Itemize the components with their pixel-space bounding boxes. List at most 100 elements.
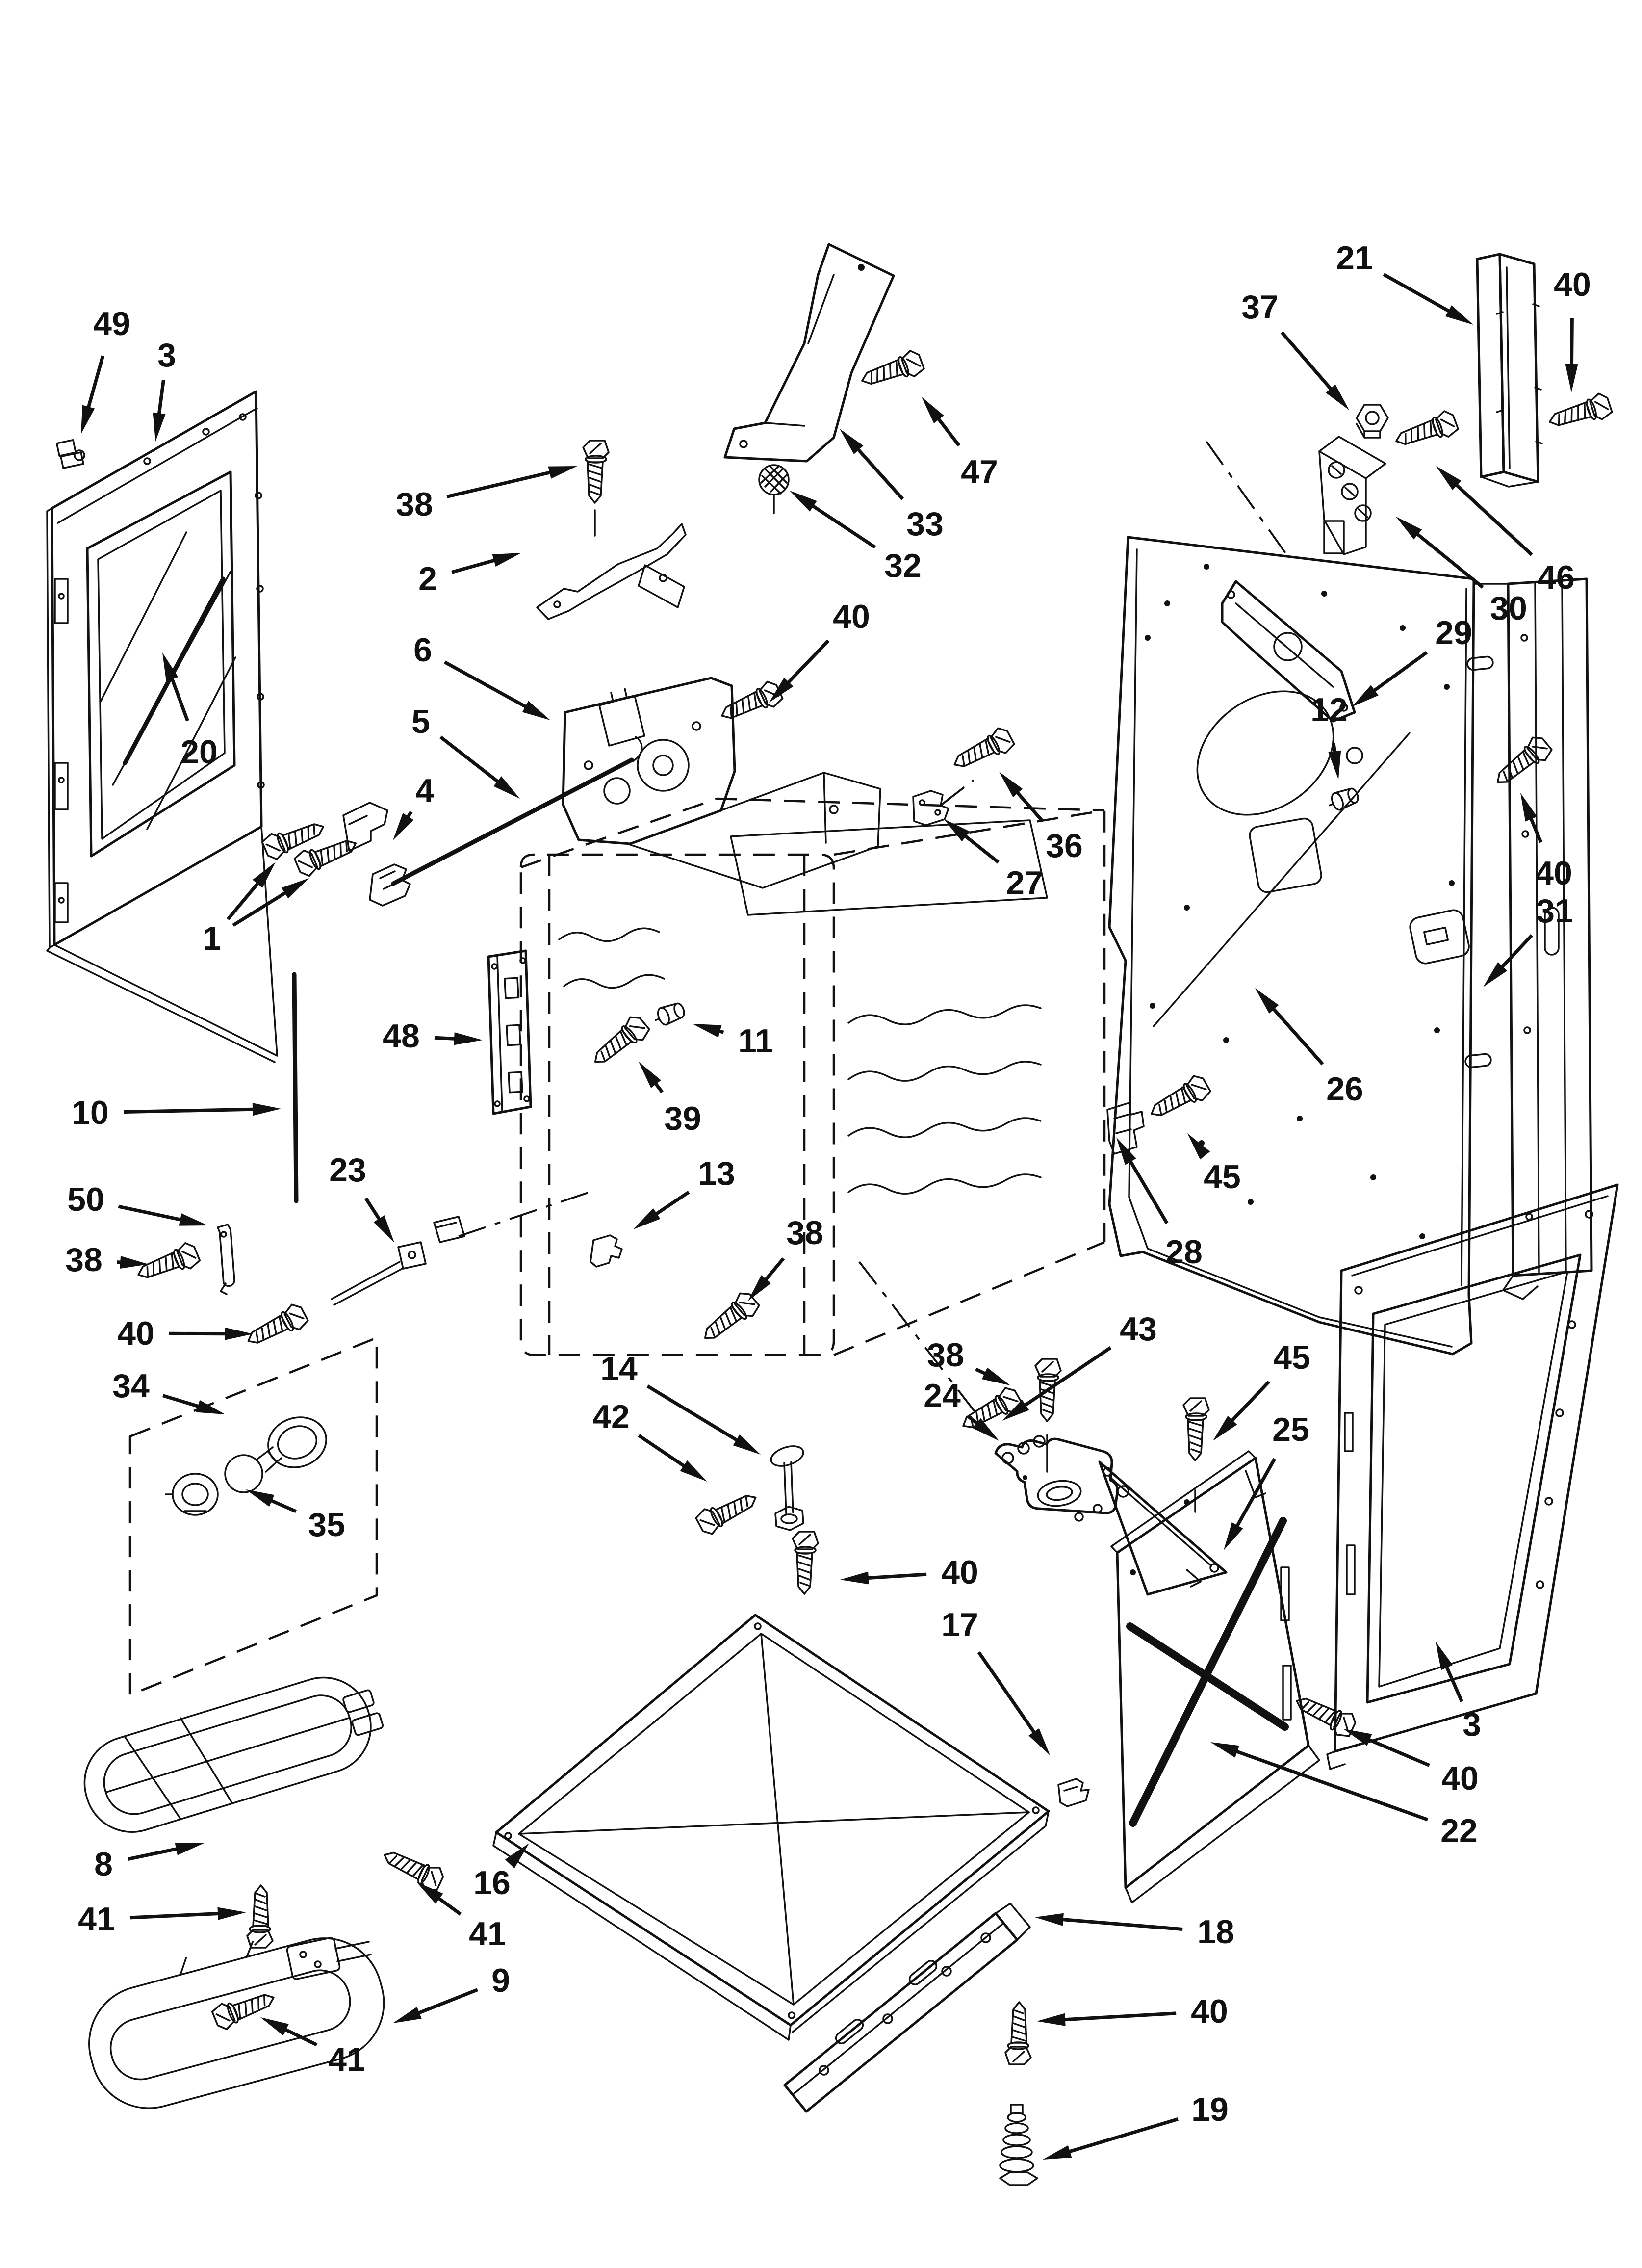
callout-40: 40: [1554, 266, 1591, 392]
callout-arrow: [1270, 1006, 1324, 1066]
bottom-rail-cluster: [783, 1903, 1038, 2186]
latch-rod-5: [391, 736, 643, 886]
callout-41: 41: [78, 1901, 246, 1938]
callout-arrowhead: [522, 701, 550, 720]
mount-plate-48: [487, 949, 532, 1115]
callout-38: 38: [927, 1336, 1010, 1385]
callout-arrowhead: [1187, 1133, 1210, 1160]
callout-arrowhead: [505, 1843, 529, 1869]
callout-label: 48: [383, 1017, 420, 1055]
callout-label: 28: [1165, 1233, 1203, 1271]
callout-arrowhead: [922, 397, 944, 423]
callout-arrow: [1444, 1664, 1463, 1702]
callout-label: 40: [833, 598, 870, 635]
terminal-block-30: [1318, 436, 1386, 555]
callout-arrowhead: [1037, 2013, 1066, 2026]
callout-label: 30: [1490, 590, 1527, 627]
callout-label: 40: [1554, 266, 1591, 303]
broil-element-8: [83, 1676, 447, 1949]
callout-arrow: [364, 1197, 382, 1223]
callout-arrow: [118, 1204, 183, 1222]
callout-5: 5: [411, 703, 520, 799]
callout-42: 42: [592, 1398, 707, 1482]
callout-label: 45: [1273, 1339, 1310, 1376]
callout-label: 38: [927, 1336, 964, 1374]
callout-14: 14: [600, 1350, 761, 1455]
callout-arrow: [162, 1394, 202, 1409]
callout-label: 40: [1535, 855, 1572, 892]
callout-label: 40: [117, 1315, 154, 1352]
callout-21: 21: [1336, 239, 1473, 325]
callout-label: 11: [738, 1022, 773, 1060]
callout-arrow: [962, 833, 1000, 864]
callout-arrow: [86, 355, 105, 410]
callout-label: 38: [65, 1241, 103, 1278]
callout-label: 24: [924, 1377, 961, 1414]
callout-label: 50: [67, 1181, 104, 1218]
callout-arrow: [436, 1895, 462, 1916]
callout-label: 27: [1006, 864, 1043, 902]
callout-arrow: [785, 639, 830, 685]
clip-17: [1057, 1778, 1090, 1807]
callout-label: 5: [411, 703, 430, 740]
callout-label: 40: [1191, 1993, 1228, 2030]
rod-clip-4: [369, 863, 411, 907]
callout-arrow: [638, 1434, 687, 1469]
callout-arrow: [865, 1572, 927, 1580]
callout-label: 18: [1197, 1913, 1234, 1951]
callout-arrow: [232, 890, 288, 927]
callout-label: 49: [93, 305, 130, 342]
callout-40: 40: [1037, 1993, 1228, 2030]
callout-arrow: [268, 1498, 297, 1513]
callout-11: 11: [693, 1022, 773, 1060]
callout-label: 23: [329, 1151, 366, 1189]
left-middle-cluster: [128, 972, 593, 1696]
callout-38: 38: [65, 1241, 149, 1278]
callout-label: 20: [180, 733, 218, 771]
callout-arrowhead: [999, 772, 1023, 798]
callout-arrowhead: [217, 1907, 246, 1920]
callout-arrow: [226, 880, 261, 921]
callout-label: 37: [1241, 288, 1279, 326]
mount-plate-24: [994, 1435, 1129, 1522]
callout-28: 28: [1116, 1137, 1203, 1271]
callout-arrow: [451, 558, 497, 574]
callout-label: 40: [1441, 1760, 1479, 1797]
callout-48: 48: [383, 1017, 483, 1055]
callout-arrow: [1371, 651, 1428, 694]
callout-35: 35: [246, 1489, 345, 1543]
callout-31: 31: [1483, 892, 1573, 987]
callout-40: 40: [769, 598, 870, 703]
callout-46: 46: [1436, 466, 1575, 596]
oven-sensor-23: [331, 1190, 593, 1306]
support-bracket-2: [536, 523, 687, 620]
callout-arrowhead: [693, 1024, 722, 1038]
callout-label: 43: [1120, 1310, 1157, 1348]
rear-top-cluster: [1206, 253, 1614, 723]
callout-arrowhead: [393, 2007, 422, 2023]
callout-arrowhead: [373, 1215, 394, 1243]
callout-22: 22: [1210, 1742, 1478, 1850]
callout-arrow: [446, 470, 553, 498]
callout-arrowhead: [1328, 750, 1341, 780]
callout-arrow: [129, 1911, 221, 1920]
callout-16: 16: [473, 1843, 529, 1902]
callout-arrowhead: [416, 1882, 443, 1904]
callout-40: 40: [1343, 1729, 1479, 1797]
callout-arrowhead: [1116, 1137, 1136, 1165]
callout-arrow: [1528, 815, 1543, 843]
callout-label: 3: [157, 337, 176, 374]
callout-3: 3: [153, 337, 176, 442]
callout-arrowhead: [548, 466, 577, 479]
callout-arrow: [1366, 1737, 1430, 1767]
leveling-foot-19: [999, 2104, 1038, 2186]
callout-43: 43: [1002, 1310, 1157, 1421]
grommet-32: [758, 464, 790, 514]
callout-label: 33: [906, 505, 944, 543]
callout-label: 16: [473, 1864, 511, 1902]
shelf-bracket-29: [1221, 580, 1356, 723]
callout-38: 38: [748, 1214, 823, 1301]
callout-arrow: [1128, 1158, 1169, 1225]
top-center-cluster: [369, 440, 881, 907]
